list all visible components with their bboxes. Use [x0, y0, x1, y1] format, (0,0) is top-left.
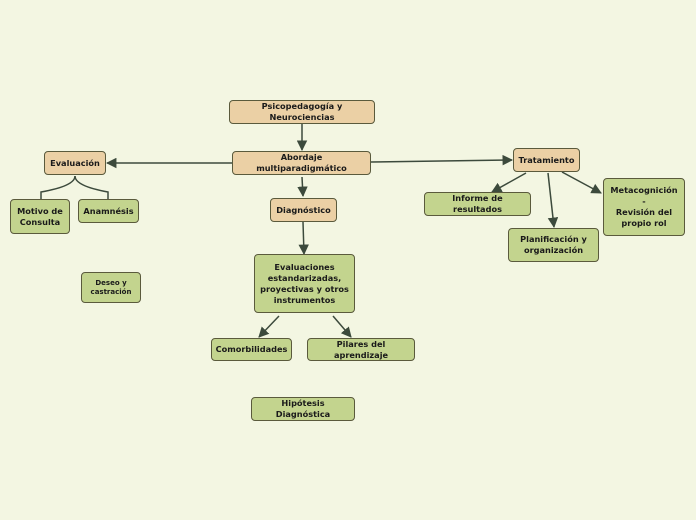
edge-abordaje-diagnostico: [297, 176, 308, 198]
node-evaluaciones-estandarizadas[interactable]: Evaluaciones estandarizadas, proyectivas…: [254, 254, 355, 313]
node-hipotesis-diagnostica[interactable]: Hipótesis Diagnóstica: [251, 397, 355, 421]
edge-evaluacion-motivo: [40, 175, 76, 199]
edge-diagnostico-evaluaciones: [298, 221, 309, 256]
edge-tratamiento-planificacion: [547, 172, 559, 229]
node-motivo-de-consulta[interactable]: Motivo de Consulta: [10, 199, 70, 234]
node-pilares-del-aprendizaje[interactable]: Pilares del aprendizaje: [307, 338, 415, 361]
edge-tratamiento-metacognicion: [561, 171, 602, 194]
node-deseo-y-castracion[interactable]: Deseo y castración: [81, 272, 141, 303]
node-comorbilidades[interactable]: Comorbilidades: [211, 338, 292, 361]
node-tratamiento[interactable]: Tratamiento: [513, 148, 580, 172]
node-abordaje-multiparadigmatico[interactable]: Abordaje multiparadigmático: [232, 151, 371, 175]
node-planificacion-y-organizacion[interactable]: Planificación y organización: [508, 228, 599, 262]
edge-abordaje-tratamiento: [370, 154, 514, 166]
node-psicopedagogia-neurociencias[interactable]: Psicopedagogía y Neurociencias: [229, 100, 375, 124]
node-anamnesis[interactable]: Anamnésis: [78, 199, 139, 223]
node-metacognicion[interactable]: Metacognición - Revisión del propio rol: [603, 178, 685, 236]
edge-evaluaciones-comorbilidades: [258, 315, 280, 338]
edge-evaluaciones-pilares: [332, 315, 352, 338]
node-informe-de-resultados[interactable]: Informe de resultados: [424, 192, 531, 216]
node-evaluacion[interactable]: Evaluación: [44, 151, 106, 175]
edge-tratamiento-informe: [491, 172, 527, 193]
node-diagnostico[interactable]: Diagnóstico: [270, 198, 337, 222]
edge-evaluacion-anamnesis: [74, 175, 109, 199]
